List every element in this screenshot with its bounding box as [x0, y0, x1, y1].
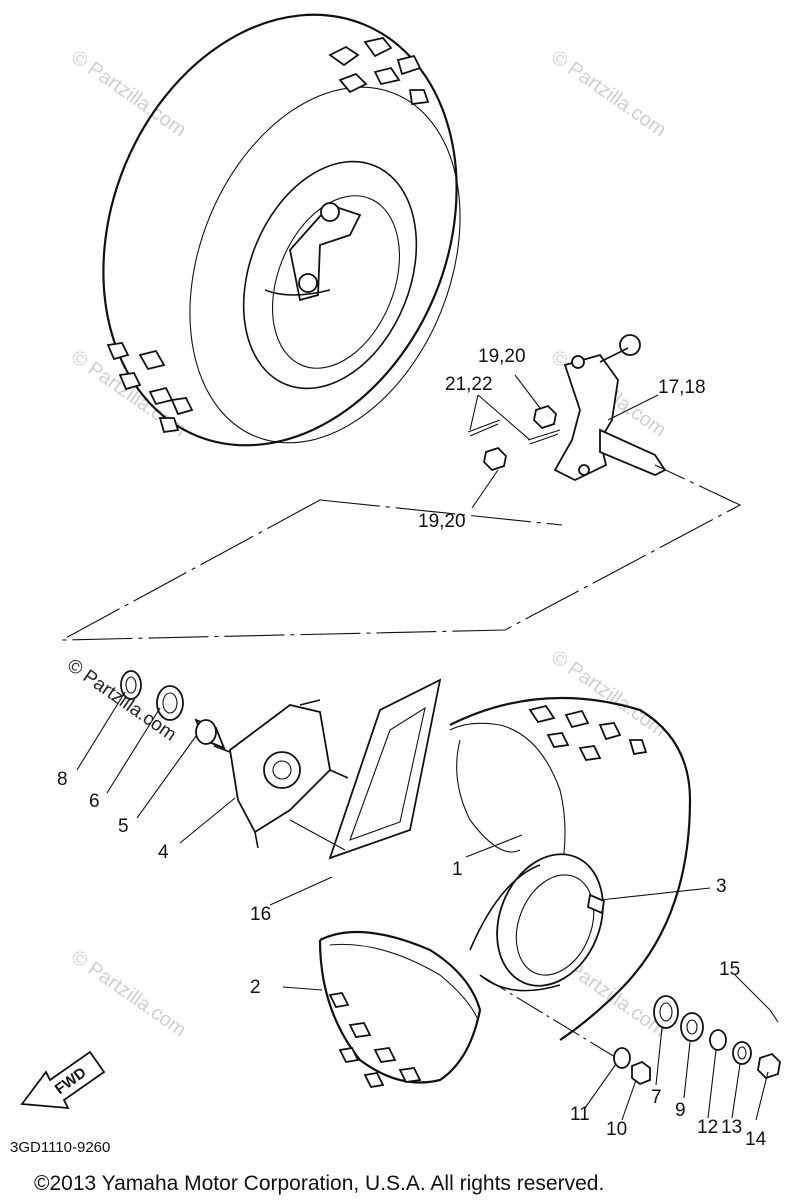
part-label-4: 4 [158, 842, 169, 863]
part-label-19-20-top: 19,20 [478, 346, 526, 367]
part-label-21-22: 21,22 [445, 374, 493, 395]
watermark: © Partzilla.com [67, 46, 190, 141]
assembly-reference-box [61, 464, 742, 641]
assembled-wheel [102, 13, 461, 447]
part-label-11: 11 [570, 1104, 590, 1125]
tire-half-right [449, 696, 692, 1041]
part-label-13: 13 [721, 1117, 742, 1138]
part-label-10: 10 [606, 1119, 627, 1140]
part-label-3: 3 [716, 876, 727, 897]
tire-half-left [318, 930, 482, 1088]
part-label-19-20-bottom: 19,20 [418, 511, 466, 532]
part-labels: 1 2 3 4 5 6 7 8 9 10 11 12 13 14 15 16 1… [57, 346, 767, 1150]
bearing-stack-right [479, 974, 781, 1086]
leader-lines [76, 691, 771, 1121]
part-label-7: 7 [651, 1087, 662, 1108]
nut-and-pins [467, 374, 659, 509]
part-label-8: 8 [57, 769, 68, 790]
steering-knuckle [553, 334, 667, 482]
spacer-plate [289, 678, 442, 860]
watermark: © Partzilla.com [547, 46, 670, 141]
part-label-16: 16 [250, 904, 271, 925]
part-label-9: 9 [675, 1100, 686, 1121]
part-label-1: 1 [452, 859, 463, 880]
watermark: © Partzilla.com [67, 946, 190, 1041]
part-label-17-18: 17,18 [658, 377, 706, 398]
bearing-stack-left [120, 670, 226, 750]
wheel-hub [213, 699, 349, 849]
part-label-12: 12 [697, 1117, 718, 1138]
part-label-5: 5 [118, 816, 129, 837]
forward-arrow-icon: FWD [20, 1050, 106, 1110]
part-label-6: 6 [89, 791, 100, 812]
part-label-2: 2 [250, 977, 261, 998]
drawing-code: 3GD1110-9260 [10, 1139, 110, 1156]
part-label-14: 14 [745, 1129, 767, 1150]
part-label-15: 15 [719, 959, 740, 980]
copyright-notice: ©2013 Yamaha Motor Corporation, U.S.A. A… [34, 1172, 604, 1195]
